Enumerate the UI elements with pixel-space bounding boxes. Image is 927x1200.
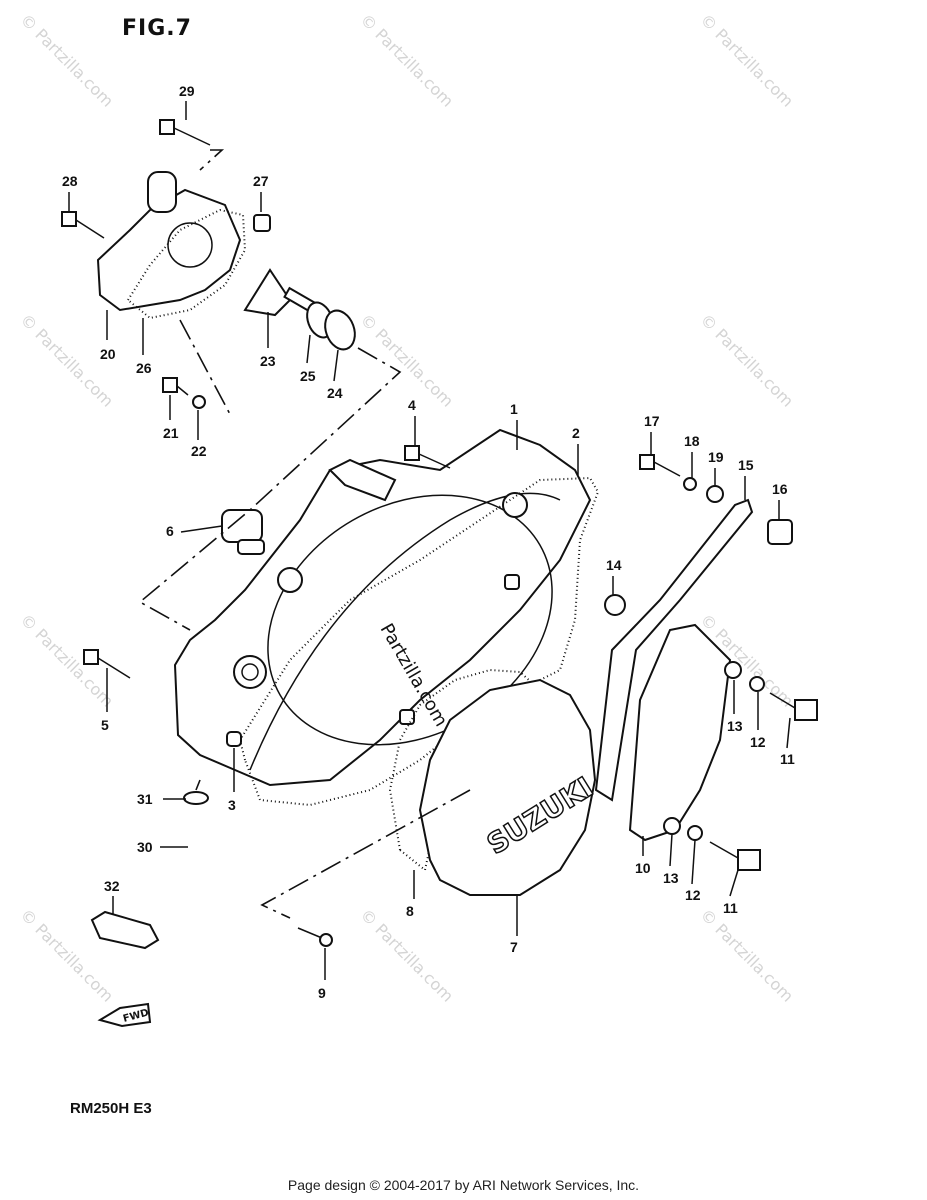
leader-line [179,319,233,419]
callout-7: 7 [510,939,518,955]
callout-8: 8 [406,903,414,919]
leader-line [138,347,402,631]
callout-24: 24 [327,385,343,401]
bolt [162,377,189,396]
bolt [769,692,818,721]
callout-25: 25 [300,368,316,384]
callout-32: 32 [104,878,120,894]
callout-11: 11 [780,751,795,767]
callout-6: 6 [166,523,174,539]
impeller [243,268,317,317]
washer [749,676,765,692]
callout-13: 13 [727,718,743,734]
callout-18: 18 [684,433,700,449]
page-footer: Page design © 2004-2017 by ARI Network S… [287,1177,640,1193]
callout-11: 11 [723,900,738,916]
callout-labels: 1 2 3 4 5 6 7 8 9 10 11 11 12 12 13 13 1… [62,83,795,1001]
callout-14: 14 [606,557,622,573]
callout-17: 17 [644,413,660,429]
callout-3: 3 [228,797,236,813]
callout-2: 2 [572,425,580,441]
model-label: RM250H E3 [70,1100,152,1117]
washer [706,485,724,503]
callout-9: 9 [318,985,326,1001]
bolt [404,445,451,469]
callout-28: 28 [62,173,78,189]
water-pump-cover [96,171,242,312]
guard-plate [628,623,732,842]
oil-filler-cap [221,509,265,555]
callout-26: 26 [136,360,152,376]
callout-13: 13 [663,870,679,886]
bracket [594,498,754,802]
callout-10: 10 [635,860,651,876]
nut [604,594,626,616]
crankcase-cover [173,428,592,787]
callout-20: 20 [100,346,116,362]
leader-line [195,779,201,791]
washer [687,825,703,841]
callout-31: 31 [137,791,153,807]
bearing [324,309,356,351]
callout-5: 5 [101,717,109,733]
pump-gasket [126,208,247,320]
leader-line [199,149,225,171]
callout-19: 19 [708,449,724,465]
collar [253,214,271,232]
figure-title: FIG.7 [122,16,192,41]
dowel-pin [226,731,242,747]
callout-16: 16 [772,481,788,497]
callout-29: 29 [179,83,195,99]
callout-1: 1 [510,401,518,417]
callout-30: 30 [137,839,153,855]
callout-4: 4 [408,397,416,413]
callout-12: 12 [685,887,701,903]
callout-15: 15 [738,457,754,473]
callout-21: 21 [163,425,179,441]
washer [192,395,206,409]
washer [724,661,742,679]
collar [767,519,793,545]
callout-23: 23 [260,353,276,369]
bolt [159,119,211,146]
bolt [61,211,105,239]
leader-line [260,789,471,919]
hose-guide [90,910,160,950]
bolt [709,841,761,871]
bolt [639,454,681,477]
callout-pointers [68,101,791,980]
callout-27: 27 [253,173,269,189]
washer [683,477,697,491]
callout-22: 22 [191,443,207,459]
bolt [83,649,131,679]
screw [297,927,333,947]
hose-clamp [183,791,209,805]
forward-arrow-icon: FWD [97,1002,152,1028]
callout-12: 12 [750,734,766,750]
washer [663,817,681,835]
